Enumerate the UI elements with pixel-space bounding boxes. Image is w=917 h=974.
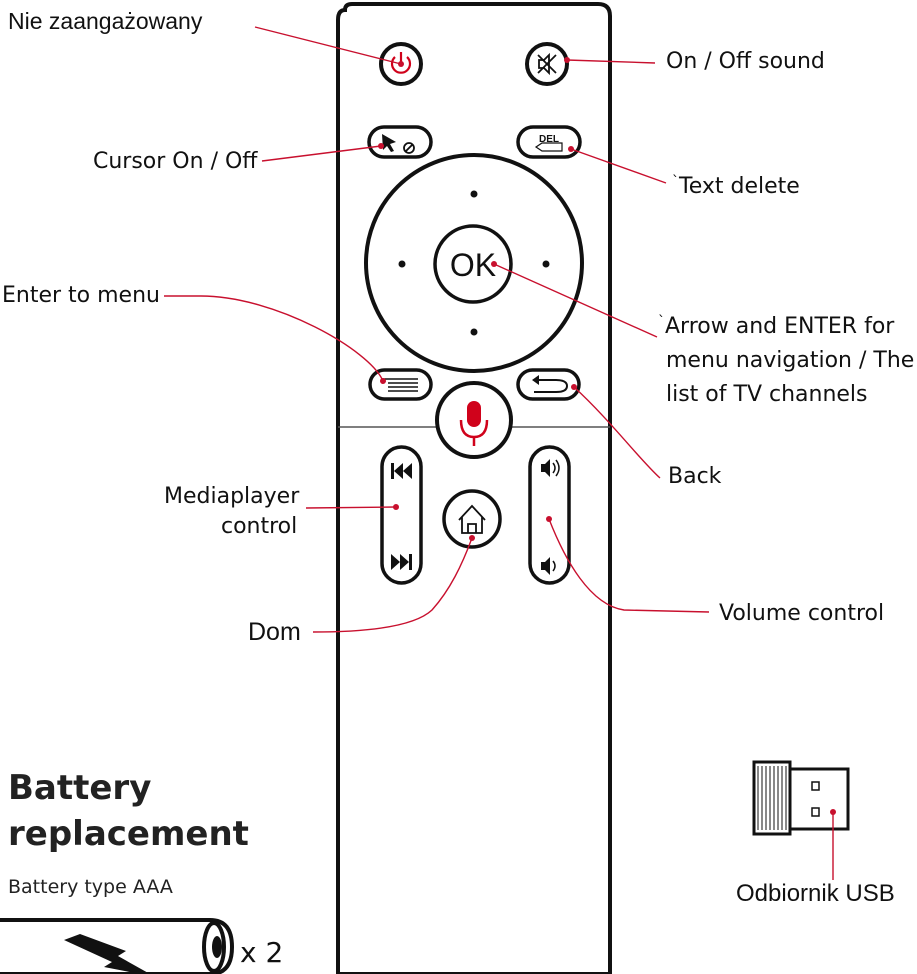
dpad-right[interactable] [542,260,550,268]
label-arrow-text: Arrow and ENTER for [665,314,895,339]
previous-track-icon [391,463,412,479]
leader-mute [566,59,656,64]
dpad-up[interactable] [470,190,478,198]
battery-heading-line2: replacement [8,814,249,854]
label-arrow-line1: `Arrow and ENTER for [658,314,894,339]
leader-mediaplayer [305,506,397,509]
label-text-delete: `Text delete [672,174,800,199]
battery-type: Battery type AAA [8,876,173,898]
leader-ok [493,263,658,338]
label-mediaplayer-line1: Mediaplayer [164,484,300,509]
cursor-button[interactable] [367,125,433,159]
del-key-label: DEL [539,134,559,145]
home-button[interactable] [442,489,502,549]
back-button[interactable] [516,368,581,401]
media-rocker[interactable] [380,445,423,585]
lightning-icon [64,934,150,974]
label-cursor: Cursor On / Off [93,149,258,174]
return-arrow-icon [532,375,569,393]
label-arrow-prefix: ` [658,314,665,330]
leader-del [570,148,667,184]
battery-illustration [0,918,235,974]
leader-dots [378,57,836,815]
label-text-delete-prefix: ` [672,174,679,190]
label-back: Back [668,464,722,489]
label-volume: Volume control [719,601,885,626]
leader-back [573,386,661,479]
usb-receiver [752,760,850,836]
leader-enter-menu [164,295,384,382]
volume-up-icon [541,459,560,477]
label-home: Dom [248,618,301,646]
volume-down-icon [541,557,556,575]
dpad-down[interactable] [470,328,478,336]
volume-rocker[interactable] [528,445,571,585]
label-arrow-line3: list of TV channels [666,382,868,407]
label-mute: On / Off sound [666,49,825,74]
delete-button[interactable]: DEL [516,125,582,159]
leader-power [254,26,402,65]
mute-icon [537,52,557,76]
cursor-icon [382,134,415,154]
leader-lines [164,26,834,880]
menu-button[interactable] [368,368,433,401]
leader-home [312,537,473,633]
voice-button[interactable] [435,381,513,459]
label-enter-menu: Enter to menu [2,283,160,308]
battery-heading: Battery replacement [8,765,249,857]
menu-icon [381,378,418,392]
leader-cursor [261,145,382,162]
ok-label: OK [450,247,496,283]
ok-button[interactable]: OK [433,224,513,304]
label-power: Nie zaangażowany [8,8,203,34]
label-mediaplayer-line2: control [221,514,298,539]
next-track-icon [391,554,412,570]
microphone-icon [459,401,489,446]
mute-button[interactable] [525,42,569,86]
backspace-icon [534,142,563,152]
dpad-left[interactable] [398,260,406,268]
label-text-delete-text: Text delete [679,174,800,199]
home-icon [458,504,486,534]
label-usb: Odbiornik USB [736,880,895,907]
battery-heading-line1: Battery [8,768,152,808]
leader-volume [548,518,710,613]
label-arrow-line2: menu navigation / The [666,348,915,373]
battery-count: x 2 [240,936,284,969]
